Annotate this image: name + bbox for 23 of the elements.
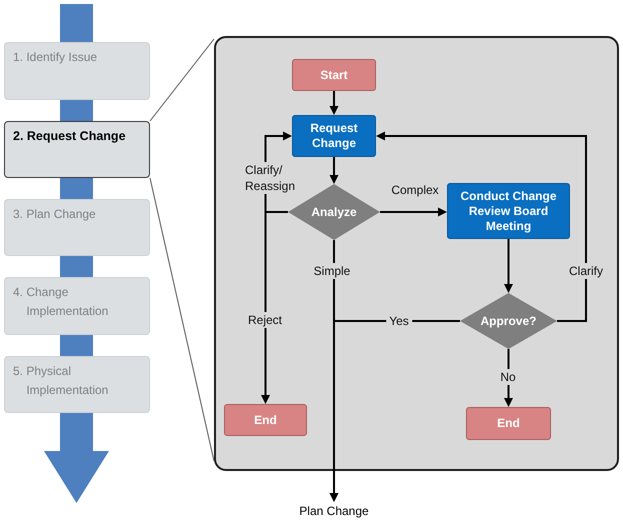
arrow — [330, 157, 338, 184]
stage-box: 3. Plan Change — [4, 199, 150, 256]
stage-box: 1. Identify Issue — [4, 42, 150, 100]
terminal-box: End — [466, 407, 551, 440]
zoom-line — [150, 38, 214, 122]
process-box: Request Change — [292, 115, 376, 157]
arrow — [376, 132, 587, 322]
step-label: Plan Change — [284, 502, 384, 520]
zoom-panel — [214, 36, 619, 471]
arrow — [261, 211, 288, 404]
arrow — [330, 320, 460, 502]
arrow — [504, 239, 513, 294]
zoom-line — [150, 178, 214, 462]
stage-box: 4. Change Implementation — [4, 277, 150, 335]
terminal-box: End — [224, 404, 307, 436]
stage-box: 5. Physical Implementation — [4, 356, 150, 413]
process-box: Conduct Change Review Board Meeting — [447, 183, 570, 239]
arrow — [380, 208, 448, 216]
arrow — [504, 349, 513, 408]
terminal-box: Start — [292, 59, 376, 91]
decision-diamond: Approve? — [460, 293, 557, 349]
stage-box: 2. Request Change — [4, 121, 150, 178]
arrow — [330, 91, 338, 116]
